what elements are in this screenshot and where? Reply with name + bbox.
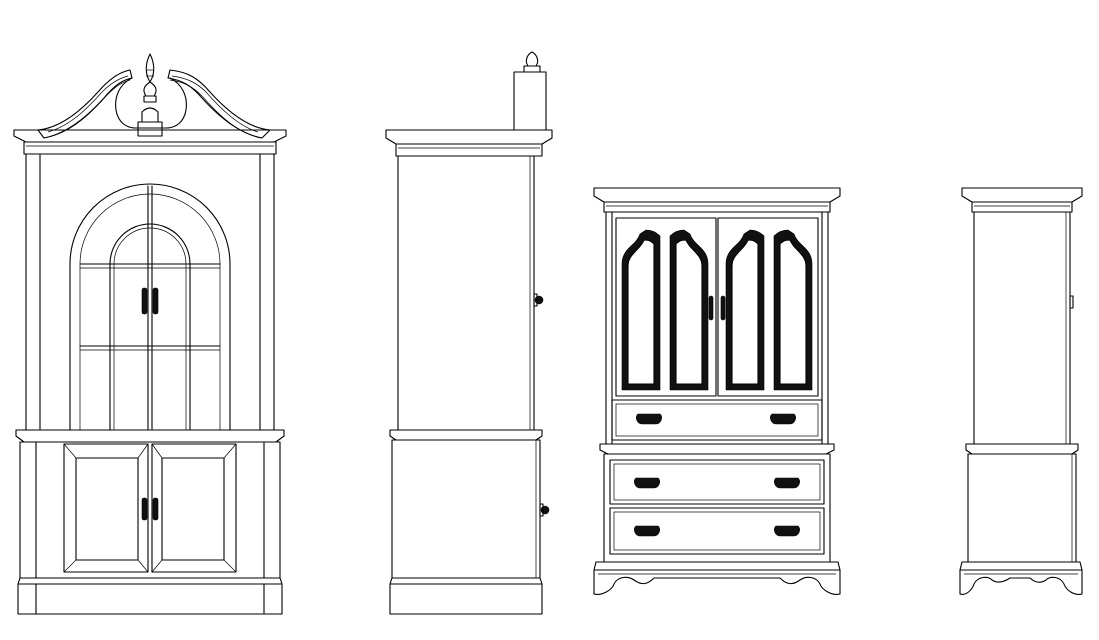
armoire-upper-doors xyxy=(615,217,819,397)
drawer-pulls xyxy=(636,413,796,425)
lower-raised-panel-doors xyxy=(63,443,237,573)
broken-pediment xyxy=(37,53,271,139)
corner-cabinet-front-view xyxy=(13,53,287,615)
corner-cabinet-side-view xyxy=(385,51,553,615)
glazed-arched-doors xyxy=(69,183,231,431)
armoire-front-view xyxy=(593,187,841,595)
armoire-side-view xyxy=(959,187,1083,595)
